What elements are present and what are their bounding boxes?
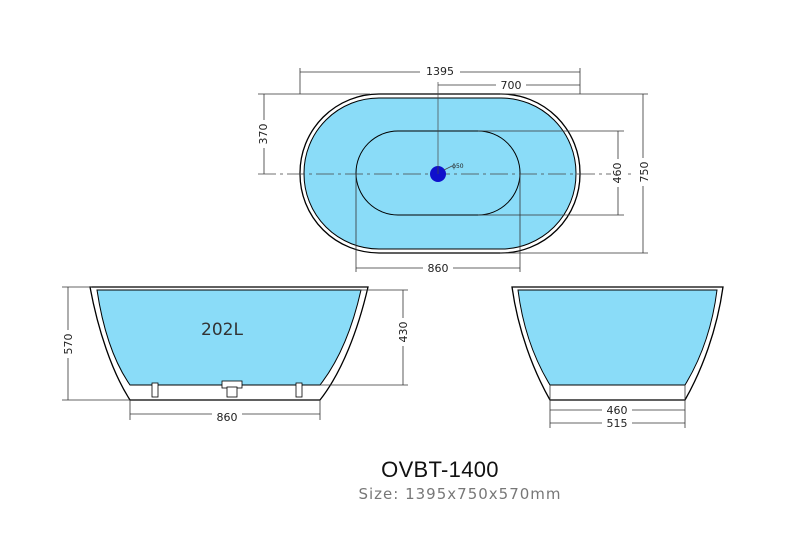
total-height-label: 570 bbox=[62, 334, 75, 355]
inner-width-label: 460 bbox=[611, 163, 624, 184]
overall-length-label: 1395 bbox=[426, 65, 454, 78]
overall-width-label: 750 bbox=[638, 162, 651, 183]
model-title: OVBT-1400 bbox=[381, 457, 499, 482]
end-outer-base-label: 515 bbox=[607, 417, 628, 430]
capacity-label: 202L bbox=[201, 320, 243, 340]
end-view-water bbox=[517, 289, 718, 386]
end-inner-base-label: 460 bbox=[607, 404, 628, 417]
water-depth-label: 430 bbox=[397, 322, 410, 343]
drain-diameter-label: ϕ50 bbox=[452, 163, 464, 170]
side-view: 202L 570 430 860 bbox=[61, 286, 410, 424]
inner-length-label: 860 bbox=[428, 262, 449, 275]
base-length-label: 860 bbox=[217, 411, 238, 424]
half-width-label: 370 bbox=[257, 124, 270, 145]
end-view: 460 515 bbox=[511, 286, 724, 430]
size-subtitle: Size: 1395x750x570mm bbox=[358, 485, 562, 503]
top-view: ϕ50 1395 700 370 750 460 860 bbox=[256, 64, 651, 275]
half-length-label: 700 bbox=[501, 79, 522, 92]
